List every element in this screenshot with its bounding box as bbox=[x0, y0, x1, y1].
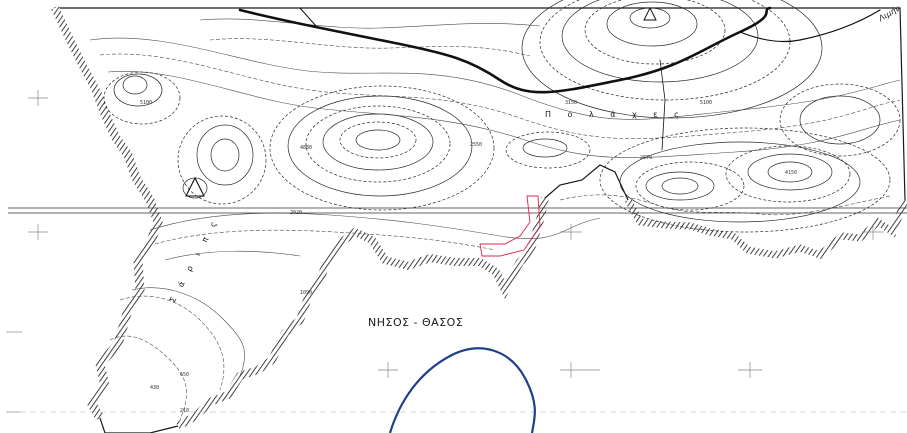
highlighted-parcel bbox=[479, 195, 541, 257]
elevation-label: 2870 bbox=[640, 155, 653, 161]
contours-flowing bbox=[89, 18, 901, 421]
elevation-label: 4150 bbox=[785, 170, 798, 176]
elevation-label: 2020 bbox=[290, 210, 303, 216]
roads bbox=[238, 6, 881, 151]
grid-crosses bbox=[6, 90, 907, 413]
rocky-coastline bbox=[86, 88, 163, 421]
map-divider-line bbox=[8, 207, 907, 214]
elevation-label: 2550 bbox=[470, 142, 483, 148]
elevation-label: 430 bbox=[150, 385, 160, 391]
contours-northeast-peak bbox=[521, 0, 823, 119]
contours-east-hills bbox=[599, 83, 901, 233]
landmass bbox=[54, 7, 906, 433]
elevation-label: 1090 bbox=[300, 290, 313, 296]
elevation-label: 4880 bbox=[300, 145, 313, 151]
elevation-label: 5100 bbox=[140, 100, 153, 106]
island-name-label: ΝΗΣΟΣ - ΘΑΣΟΣ bbox=[368, 316, 464, 329]
place-label-north: Π ο λ ά χ ε ς bbox=[545, 110, 686, 119]
contours-central-hill bbox=[269, 85, 495, 211]
elevation-label: 5100 bbox=[700, 100, 713, 106]
elevation-label: 3150 bbox=[565, 100, 578, 106]
rocky-coastline-north bbox=[51, 6, 100, 92]
blue-arc bbox=[388, 347, 536, 433]
rocky-coastline-south bbox=[176, 197, 549, 430]
elevation-label: 650 bbox=[180, 372, 190, 378]
elevation-label: 210 bbox=[180, 408, 190, 414]
